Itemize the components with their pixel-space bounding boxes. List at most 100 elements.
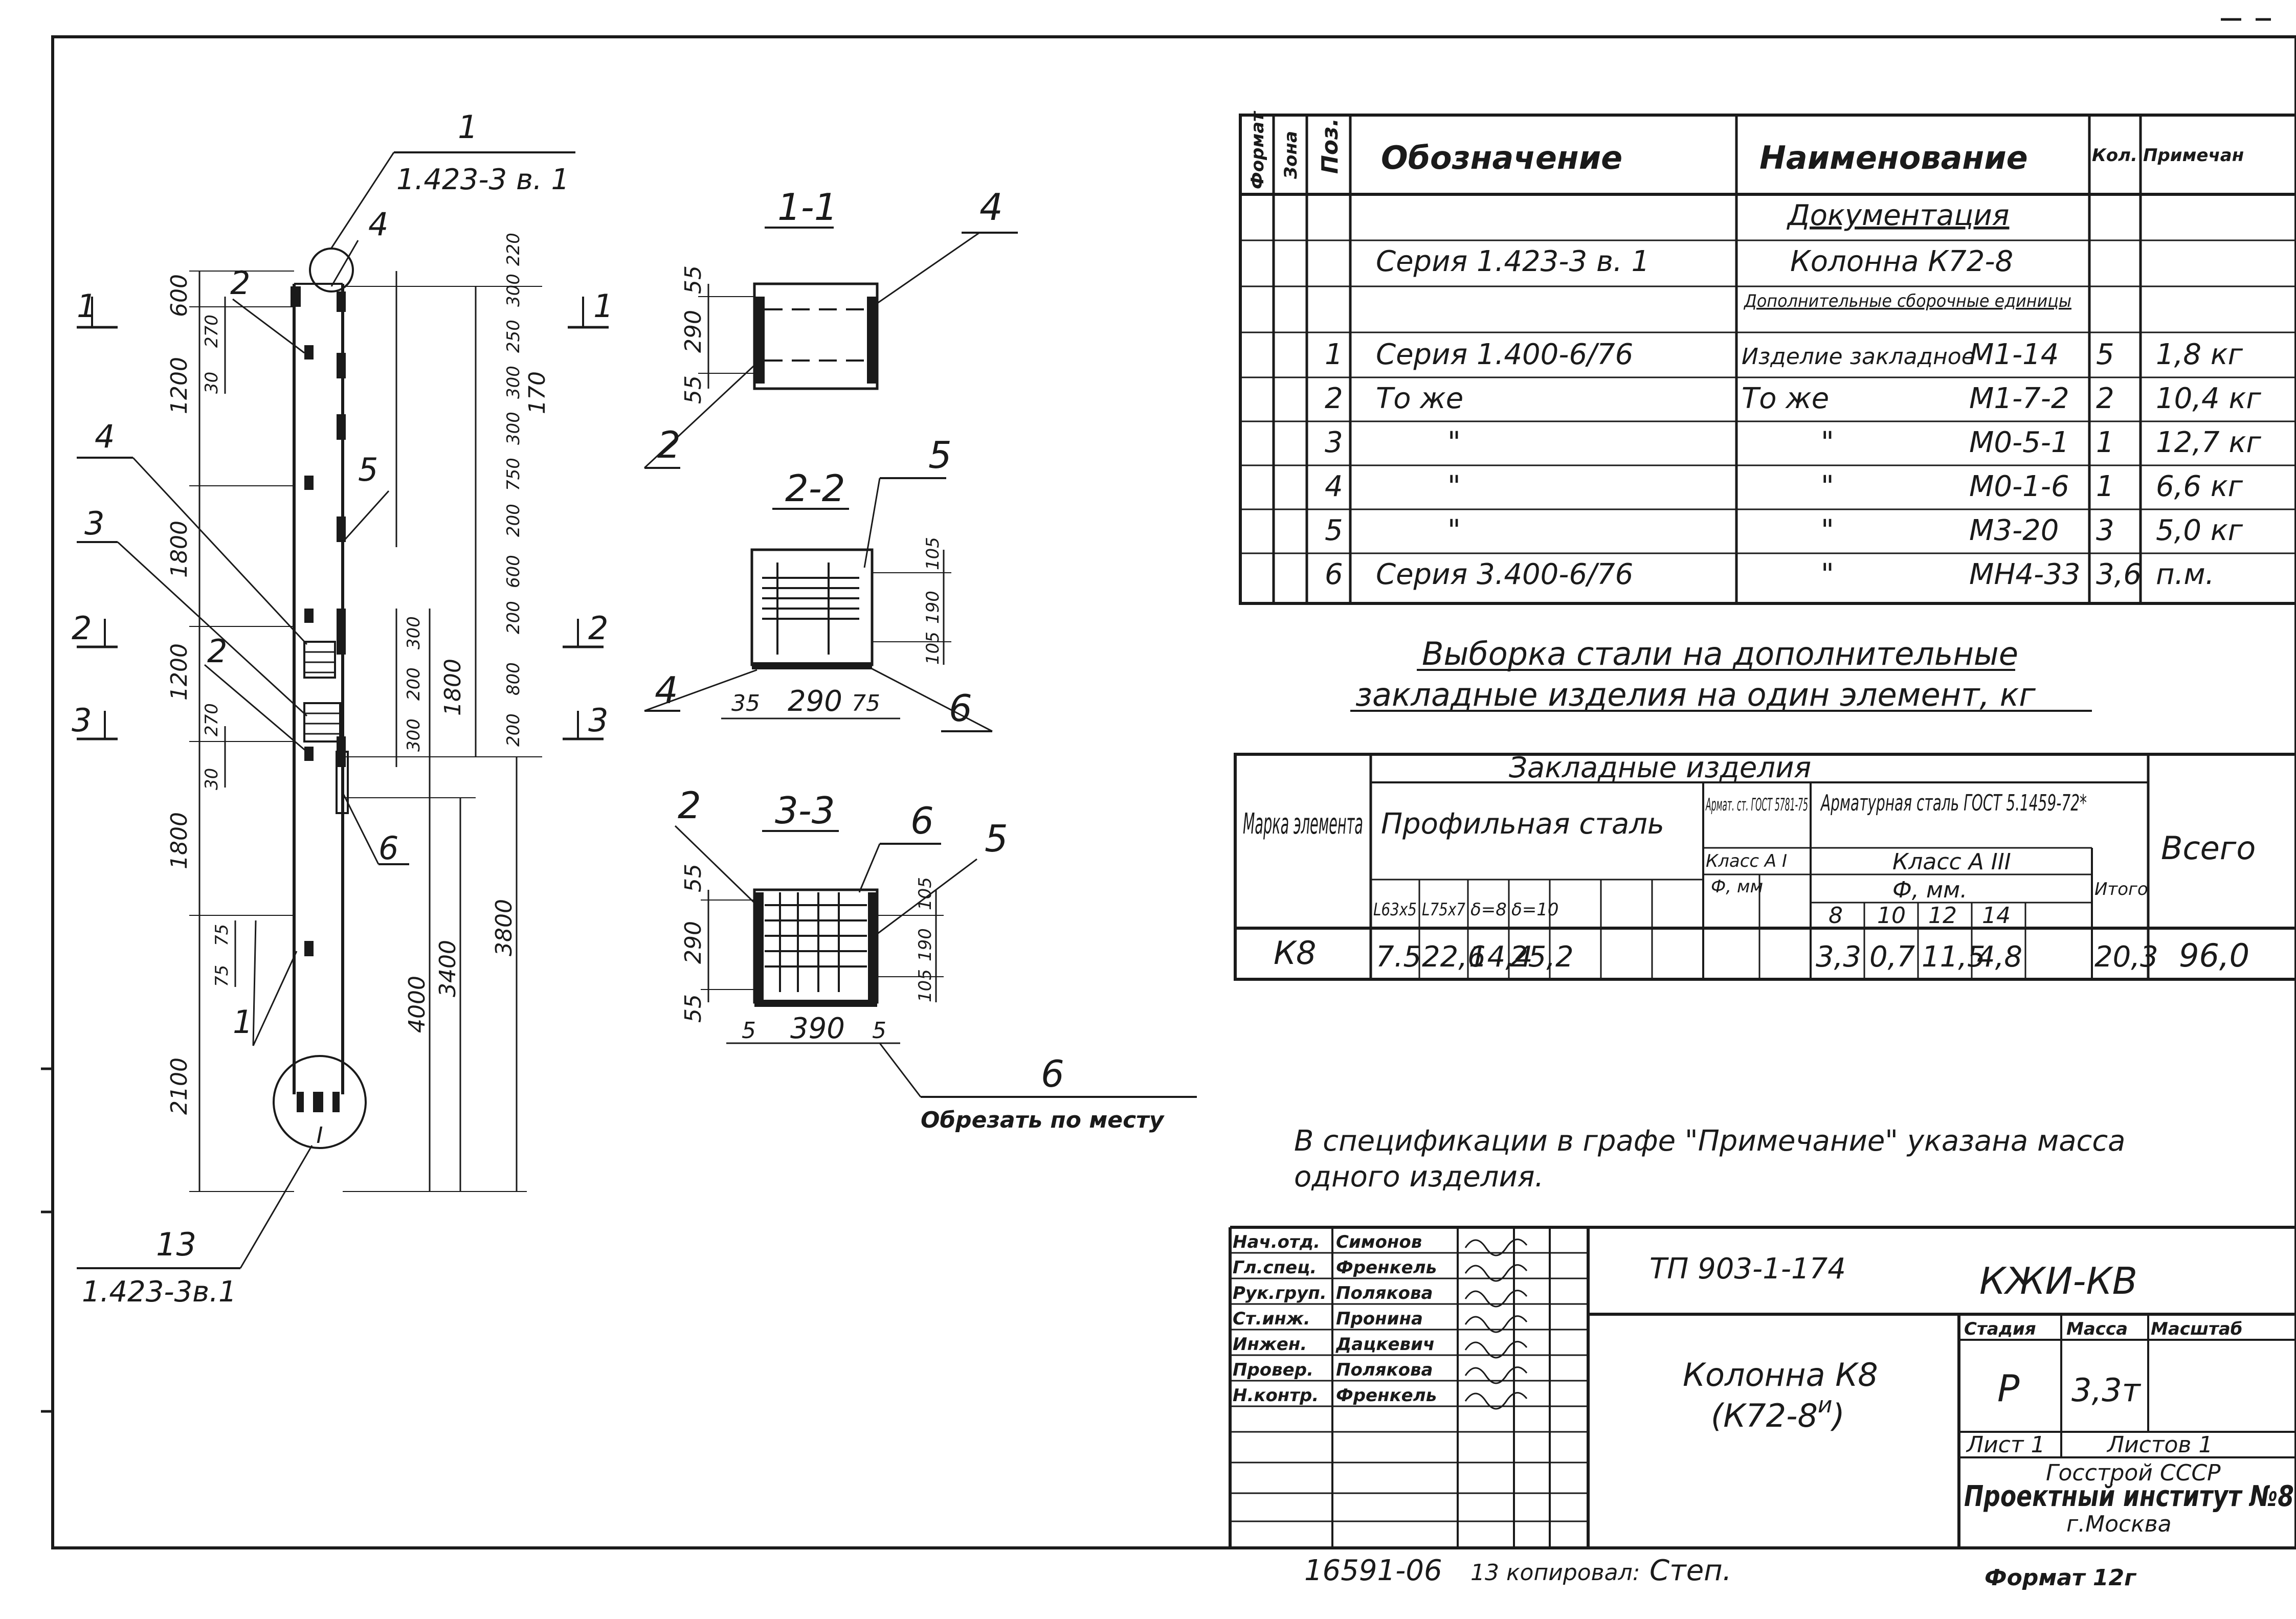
s3-dim-5: 190	[915, 928, 935, 961]
spec-row-qty: 5	[2096, 338, 2114, 371]
s2-dim-5: 290	[788, 685, 842, 718]
spec-row-qty: 1	[2096, 470, 2114, 503]
right-dim-7: 200	[503, 504, 524, 537]
h-phi1: Ф, мм	[1711, 876, 1763, 897]
copied-by-label: 13 копировал:	[1470, 1560, 1640, 1586]
spec-row-name: "	[1821, 470, 1834, 503]
h-items: Закладные изделия	[1509, 751, 1811, 784]
profile-col-1: L63х5	[1373, 900, 1417, 920]
right-dim-16: 1800	[440, 659, 466, 716]
spec-row-mark: М3-20	[1969, 514, 2059, 547]
h-mark: Марка элемента	[1243, 807, 1363, 841]
signature-role: Ст.инж.	[1233, 1309, 1310, 1329]
row-itogo: 20,3	[2094, 940, 2158, 974]
signature-name: Пронина	[1336, 1309, 1423, 1329]
right-dim-18: 3400	[435, 940, 461, 997]
spec-row-mark: М0-1-6	[1969, 470, 2069, 503]
spec-row-note: 12,7 кг	[2156, 426, 2261, 459]
signature-role: Рук.груп.	[1233, 1283, 1327, 1303]
h-stage: Стадия	[1964, 1319, 2036, 1339]
section-cut-marks: 1 1 2 2 3 3	[72, 287, 613, 740]
left-dim-4: 1200	[166, 357, 192, 414]
s3-dim-3: 55	[680, 994, 706, 1023]
callout-bottom-num: 13	[156, 1226, 196, 1263]
signature-name: Полякова	[1336, 1283, 1433, 1303]
left-dim-7: 270	[202, 703, 222, 736]
spec-row-note: 5,0 кг	[2156, 514, 2243, 547]
cut-3-left: 3	[72, 702, 92, 739]
row-profile-2: 22,6	[1422, 940, 1486, 974]
spec-row-qty: 3	[2096, 514, 2114, 547]
signature-role: Инжен.	[1233, 1334, 1307, 1355]
h-class1: Класс А I	[1706, 851, 1787, 871]
left-dim-9: 1800	[166, 812, 192, 869]
spec-row-pos: 4	[1325, 470, 1343, 503]
spec-row-name: "	[1821, 426, 1834, 459]
profile-col-2: L75х7	[1422, 900, 1465, 920]
s3-dim-6: 105	[915, 969, 935, 1002]
spec-row-pos: 5	[1325, 514, 1343, 547]
section-2-2-label: 2-2	[785, 467, 845, 510]
right-dim-12: 800	[503, 662, 524, 695]
row-diam-4: 4,8	[1977, 940, 2022, 974]
cut-1-left: 1	[77, 287, 97, 325]
leader-pos-5: 5	[358, 451, 378, 488]
spec-row-qty: 3,6	[2096, 558, 2142, 591]
row-profile-1: 7.5	[1376, 940, 1421, 974]
spec-row-mark: М0-5-1	[1969, 426, 2069, 459]
cut-2-left: 2	[72, 610, 92, 647]
s1-leader-2: 2	[657, 423, 681, 466]
right-dim-8: 600	[503, 555, 524, 588]
h-armat: Армат. ст. ГОСТ 5781-75	[1705, 795, 1808, 815]
spec-row-qty: 2	[2096, 382, 2114, 415]
section-2-2: 2-2 105 190 105 35 290 75 5 4 6	[644, 434, 993, 732]
right-dim-11: 200	[404, 667, 424, 701]
note-line-2: одного изделия.	[1294, 1160, 1544, 1194]
hdr-qty: Кол.	[2092, 145, 2137, 166]
cut-note-num: 6	[1041, 1052, 1064, 1095]
signature-name: Френкель	[1336, 1385, 1437, 1406]
drawing-code: КЖИ-КВ	[1979, 1260, 2137, 1302]
s3-leader-6: 6	[910, 799, 934, 842]
left-dim-3: 30	[202, 372, 222, 394]
spec-row-designation: "	[1447, 470, 1461, 503]
signature-name: Полякова	[1336, 1360, 1433, 1380]
row-profile-3: 14,4	[1469, 940, 1533, 974]
sheet-count: Листов 1	[2106, 1432, 2213, 1458]
row-total: 96,0	[2179, 937, 2249, 974]
signature-name: Френкель	[1336, 1257, 1437, 1278]
s3-dim-7: 5	[742, 1018, 756, 1044]
section-1-1: 1-1 55 290 55 4 2	[643, 186, 1018, 469]
doc-name: Колонна К72-8	[1790, 245, 2013, 278]
hatched-plates	[303, 641, 349, 814]
s3-dim-4: 105	[915, 877, 935, 910]
section-1-1-label: 1-1	[777, 186, 838, 229]
row-diam-1: 3,3	[1816, 940, 1861, 974]
signature-role: Гл.спец.	[1233, 1257, 1317, 1278]
callout-top: 1 1.423-3 в. 1	[330, 108, 575, 249]
sheet-number: Лист 1	[1966, 1432, 2045, 1458]
spec-row-designation: "	[1447, 426, 1461, 459]
cut-3-right: 3	[588, 702, 608, 739]
signature-role: Провер.	[1233, 1360, 1313, 1380]
detail-circle-bottom	[273, 1055, 367, 1149]
leader-pos-2: 2	[207, 633, 227, 670]
spec-row-mark: М1-14	[1969, 338, 2059, 371]
copier-name: Степ.	[1649, 1554, 1732, 1587]
org-line-1: Госстрой СССР	[2046, 1460, 2221, 1486]
org-line-2: Проектный институт №8	[1964, 1480, 2294, 1513]
note-line-1: В спецификации в графе "Примечание" указ…	[1294, 1125, 2125, 1158]
cut-2-right: 2	[588, 610, 608, 647]
signature-role: Н.контр.	[1233, 1385, 1319, 1406]
spec-row-qty: 1	[2096, 426, 2114, 459]
spec-row-name: "	[1821, 558, 1834, 591]
callout-bottom: 13 1.423-3в.1	[77, 1145, 313, 1309]
spec-row-name: Изделие закладное	[1742, 344, 1975, 370]
mass-value: 3,3т	[2071, 1371, 2142, 1409]
diam-col-4: 14	[1982, 903, 2011, 929]
hdr-note: Примечан	[2143, 145, 2244, 166]
